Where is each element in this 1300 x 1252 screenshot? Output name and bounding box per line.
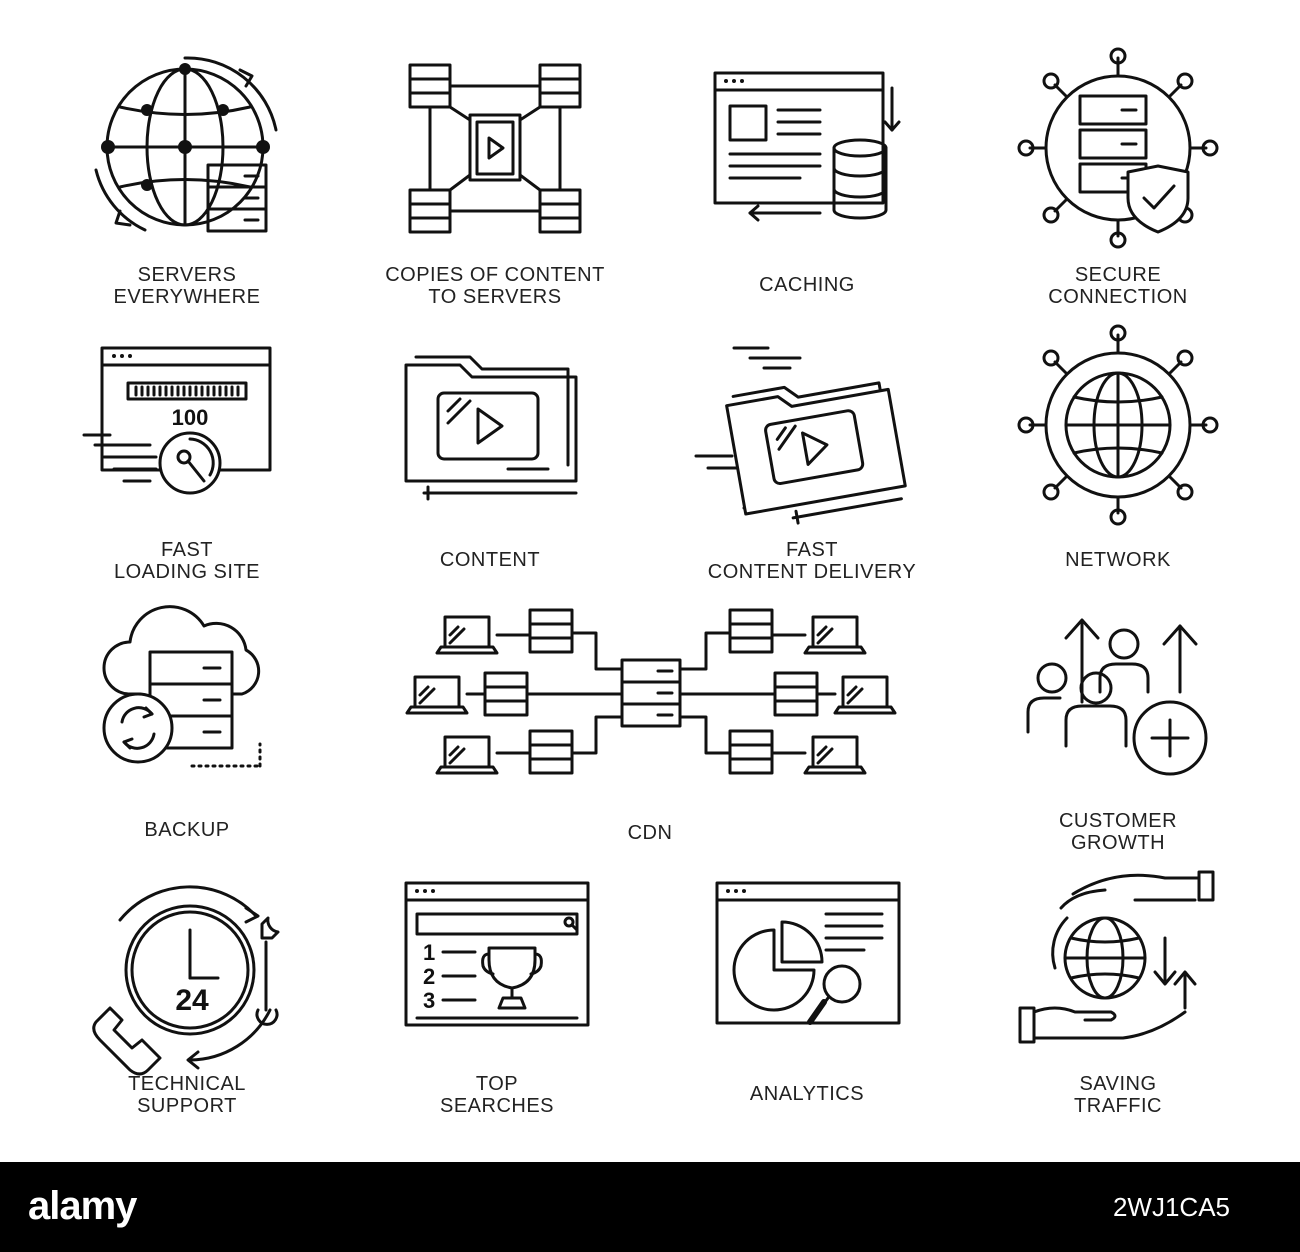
svg-text:100: 100 <box>172 405 209 430</box>
top-searches-icon: 1 2 3 <box>403 880 593 1030</box>
copies-of-content-icon <box>405 60 585 245</box>
customer-growth-label: CUSTOMER GROWTH <box>1058 810 1178 854</box>
servers-everywhere-icon <box>90 50 290 250</box>
backup-icon <box>100 598 280 778</box>
fast-content-delivery-label: FAST CONTENT DELIVERY <box>707 539 917 583</box>
fast-loading-site-icon: 100 <box>80 345 280 495</box>
network-icon <box>1017 324 1219 526</box>
secure-connection-icon <box>1017 47 1219 249</box>
image-id: 2WJ1CA5 <box>1112 1192 1230 1222</box>
customer-growth-icon <box>1020 612 1215 777</box>
secure-connection-label: SECURE CONNECTION <box>1048 264 1188 308</box>
technical-support-label: TECHNICAL SUPPORT <box>128 1073 246 1117</box>
caching-label: CACHING <box>759 274 855 296</box>
network-label: NETWORK <box>1065 549 1171 571</box>
saving-traffic-label: SAVING TRAFFIC <box>1074 1073 1162 1117</box>
svg-text:3: 3 <box>423 988 435 1013</box>
watermark-bar: alamy 2WJ1CA5 <box>0 1162 1300 1252</box>
caching-icon <box>710 68 910 228</box>
alamy-logo: alamy <box>28 1184 137 1228</box>
cdn-label: CDN <box>627 822 673 844</box>
cdn-diagram <box>400 605 915 775</box>
fast-loading-site-label: FAST LOADING SITE <box>113 539 261 583</box>
saving-traffic-icon <box>1015 868 1220 1048</box>
top-searches-label: TOP SEARCHES <box>439 1073 555 1117</box>
analytics-label: ANALYTICS <box>749 1083 865 1105</box>
content-label: CONTENT <box>439 549 541 571</box>
svg-text:2: 2 <box>423 964 435 989</box>
servers-everywhere-label: SERVERS EVERYWHERE <box>113 264 261 308</box>
fast-content-delivery-icon <box>690 340 910 525</box>
content-icon <box>398 345 583 501</box>
svg-text:1: 1 <box>423 940 435 965</box>
backup-label: BACKUP <box>144 819 230 841</box>
svg-text:24: 24 <box>175 984 209 1017</box>
analytics-icon <box>714 880 904 1035</box>
technical-support-icon: 24 <box>80 860 300 1080</box>
copies-of-content-label: COPIES OF CONTENT TO SERVERS <box>385 264 605 308</box>
